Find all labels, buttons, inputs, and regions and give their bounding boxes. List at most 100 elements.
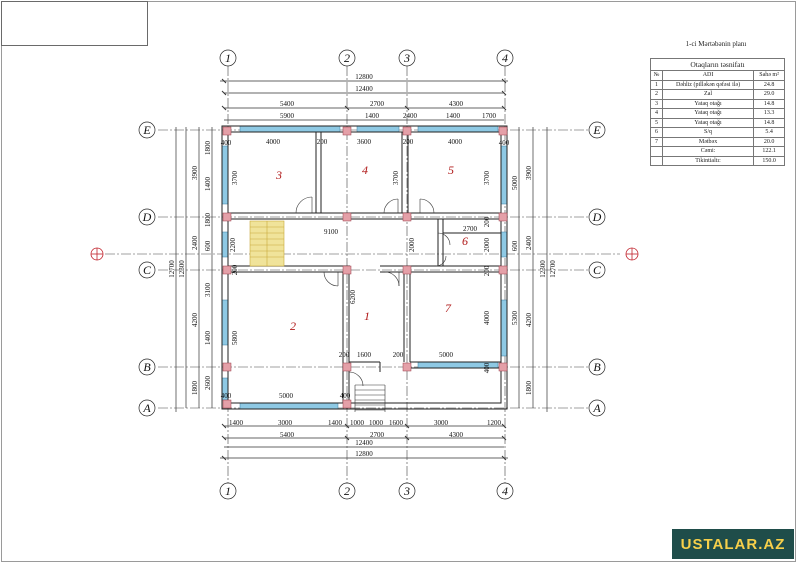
dim-bottom-row1-4: 1000 (350, 419, 365, 427)
dim-right-bay-3: 4200 (525, 313, 533, 328)
dim-right-bay-2: 2400 (525, 236, 533, 251)
total-label: Cəmi: (661, 146, 755, 157)
dim-bottom-overall-outer: 12800 (355, 450, 373, 458)
left-dimensions: 12700 12300 3900 2400 4200 1800 1800 140… (168, 141, 237, 396)
row-3-area: 14.8 (753, 98, 785, 109)
built-value: 150.0 (753, 155, 785, 166)
axis-label-top-4: 4 (502, 51, 508, 65)
table-header-row: № ADI Sahə m² (650, 70, 785, 81)
row-4-name: Yataq otağı (661, 108, 755, 119)
dim-left-open-8: 2600 (204, 376, 212, 391)
room-number-4: 4 (362, 163, 368, 177)
bottom-dimensions: 1400 3000 1400 1000 1000 1600 3000 1200 … (229, 419, 502, 458)
axis-labels: 1 2 3 4 1 2 3 4 E D C B A E D C B A (142, 51, 602, 498)
row-2-number: 2 (650, 89, 663, 100)
table-row: 7 Mətbəx 20.0 (650, 136, 785, 147)
header-name: ADI (661, 70, 755, 81)
dim-r3-height: 3700 (231, 171, 239, 186)
dim-r6-width: 2700 (463, 225, 478, 233)
row-7-name: Mətbəx (661, 136, 755, 147)
dim-left-total-outer: 12700 (168, 260, 176, 278)
axis-label-bottom-4: 4 (502, 484, 508, 498)
dim-wall-400-s: 400 (340, 392, 351, 400)
dim-wall-200-a: 200 (317, 138, 328, 146)
dim-r3-width: 4000 (266, 138, 281, 146)
dim-bottom-row1-8: 1200 (487, 419, 502, 427)
axis-label-left-d: D (142, 210, 152, 224)
axis-bubbles (138, 49, 606, 500)
table-built-row: Tikintialtı: 150.0 (650, 155, 785, 166)
dim-top-row3-2: 1400 (365, 112, 380, 120)
dim-r4-width: 3600 (357, 138, 372, 146)
dim-wall-200-g: 200 (393, 351, 404, 359)
dim-wall-200-c: 200 (483, 216, 491, 227)
dim-left-open-6: 3100 (204, 283, 212, 298)
dim-bottom-overall-inner: 12400 (355, 439, 373, 447)
row-6-name: S/q (661, 127, 755, 138)
axis-label-top-2: 2 (344, 51, 350, 65)
dim-wall-400-se: 400 (483, 362, 491, 373)
dim-right-open-1: 5000 (511, 176, 519, 191)
dim-top-row3-4: 1400 (446, 112, 461, 120)
dim-left-bay-2: 2400 (191, 236, 199, 251)
axis-label-bottom-3: 3 (403, 484, 410, 498)
dim-r4-height: 3700 (392, 171, 400, 186)
table-caption: Otaqların təsnifatı (650, 58, 785, 71)
axis-label-top-3: 3 (403, 51, 410, 65)
dim-left-open-7: 1400 (204, 331, 212, 346)
dim-wall-200-f: 200 (339, 351, 350, 359)
dim-right-total-inner: 12300 (539, 260, 547, 278)
row-6-area: 5.4 (753, 127, 785, 138)
axis-label-right-b: B (593, 360, 601, 374)
door-swings (295, 196, 451, 387)
table-total-row: Cəmi: 122.1 (650, 146, 785, 157)
dim-hall-height: 6200 (349, 290, 357, 305)
dim-right-open-2: 600 (511, 240, 519, 251)
row-1-area: 24.8 (753, 79, 785, 90)
dim-wall-200-b: 200 (403, 138, 414, 146)
dim-right-bay-1: 3900 (525, 166, 533, 181)
room-number-3: 3 (275, 168, 282, 182)
row-3-number: 3 (650, 98, 663, 109)
dim-bottom-bay-1: 5400 (280, 431, 295, 439)
axis-label-bottom-2: 2 (344, 484, 350, 498)
columns (222, 126, 508, 409)
top-dimensions: 12800 12400 5400 2700 4300 5900 1400 240… (280, 73, 497, 120)
dim-r2-height: 5800 (231, 331, 239, 346)
total-value: 122.1 (753, 146, 785, 157)
axis-label-left-b: B (143, 360, 151, 374)
dim-top-row3-1: 5900 (280, 112, 295, 120)
dim-bottom-row1-3: 1400 (328, 419, 343, 427)
room-schedule-table: Otaqların təsnifatı № ADI Sahə m² 1 Dəhl… (650, 58, 785, 166)
dim-left-open-1: 1800 (204, 141, 212, 156)
dim-top-bay-1: 5400 (280, 100, 295, 108)
dim-stair-gap: 2000 (408, 238, 416, 253)
dim-bottom-row1-5: 1000 (369, 419, 384, 427)
room-number-7: 7 (445, 301, 452, 315)
dim-right-bay-4: 1800 (525, 381, 533, 396)
dim-top-bay-3: 4300 (449, 100, 464, 108)
dim-bottom-bay-2: 2700 (370, 431, 385, 439)
row-4-area: 13.3 (753, 108, 785, 119)
dim-bottom-bay-3: 4300 (449, 431, 464, 439)
axis-label-left-a: A (142, 401, 151, 415)
dim-left-total-inner: 12300 (178, 260, 186, 278)
table-row: 5 Yataq otağı 14.8 (650, 117, 785, 128)
dim-hall-width: 9100 (324, 228, 339, 236)
axis-label-right-a: A (592, 401, 601, 415)
watermark-logo: USTALAR.AZ (672, 529, 794, 559)
row-3-name: Yataq otağı (661, 98, 755, 109)
interior-dimensions: 400 400 4000 200 3600 200 4000 3700 3700… (221, 138, 510, 400)
dim-wall-400-sw: 400 (221, 392, 232, 400)
dim-wall-400-ne: 400 (499, 139, 510, 147)
row-5-area: 14.8 (753, 117, 785, 128)
stairs (249, 220, 386, 412)
dim-left-open-3: 1800 (204, 213, 212, 228)
row-7-number: 7 (650, 136, 663, 147)
axis-label-right-c: C (593, 263, 602, 277)
table-row: 1 Dəhliz (pilləkən qəfəsi ilə) 24.8 (650, 79, 785, 90)
row-5-name: Yataq otağı (661, 117, 755, 128)
dim-wall-200-e: 200 (231, 264, 239, 275)
